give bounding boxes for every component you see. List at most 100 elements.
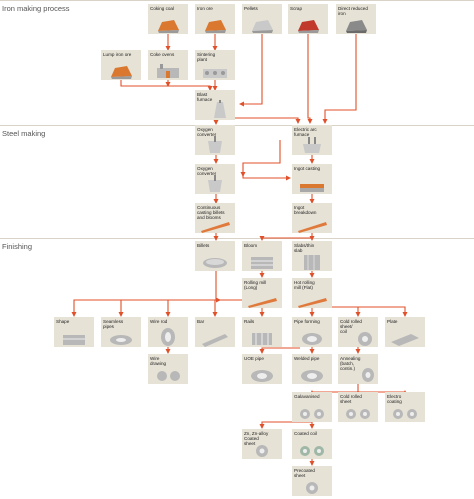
node-label: Scrap bbox=[290, 6, 303, 11]
coils-icon bbox=[346, 409, 370, 419]
ore-pile-icon bbox=[205, 20, 226, 33]
node-label: Seamless pipes bbox=[103, 319, 124, 329]
node-label: Ingot casting bbox=[294, 166, 321, 171]
node-bar: Bar bbox=[195, 317, 235, 347]
node-sintering-plant: Sintering plant bbox=[195, 50, 235, 80]
node-label: Wire drawing bbox=[150, 356, 167, 366]
node-blast-furnace: Blast furnace bbox=[195, 90, 235, 120]
node-electro-coating: Electro coating bbox=[385, 392, 425, 422]
coke-oven-icon bbox=[157, 64, 179, 78]
node-label: Shape bbox=[56, 319, 70, 324]
pellet-pile-icon bbox=[252, 20, 273, 33]
wire-rod-icon bbox=[161, 328, 175, 346]
node-zn-alloy-coated-sheet: Zn, Zn-alloy Coated sheet bbox=[242, 429, 282, 459]
node-uoe-pipe: UOE pipe bbox=[242, 354, 282, 384]
node-seamless-pipes: Seamless pipes bbox=[101, 317, 141, 347]
scrap-pile-icon bbox=[298, 20, 319, 33]
node-label: Billets bbox=[197, 243, 210, 248]
coils-icon bbox=[393, 409, 417, 419]
lump-ore-icon bbox=[111, 66, 132, 79]
node-label: Cold rolled sheet/ coil bbox=[340, 319, 362, 334]
node-label: Bloom bbox=[244, 243, 258, 248]
iron-section-divider bbox=[0, 0, 474, 1]
node-label: Galavanised bbox=[294, 394, 320, 399]
node-direct-reduced-iron: Direct reduced iron bbox=[336, 4, 376, 34]
rails-icon bbox=[252, 333, 272, 345]
node-scrap: Scrap bbox=[288, 4, 328, 34]
node-label: Coking coal bbox=[150, 6, 175, 11]
pipe-icon bbox=[301, 370, 323, 382]
iron-section-title: Iron making process bbox=[2, 4, 70, 13]
node-ingot-breakdown: Ingot breakdown bbox=[292, 203, 332, 233]
finishing-section-title: Finishing bbox=[2, 242, 33, 251]
node-coke-ovens: Coke ovens bbox=[148, 50, 188, 80]
node-label: Lump iron ore bbox=[103, 52, 132, 57]
node-label: Rolling mill (Long) bbox=[244, 280, 267, 290]
node-label: Annealing (batch, contin.) bbox=[340, 356, 361, 371]
wire-drawing-icon bbox=[157, 371, 180, 381]
coated-coil-icon bbox=[256, 445, 268, 457]
node-label: Welded pipe bbox=[294, 356, 320, 361]
node-label: Iron ore bbox=[197, 6, 213, 11]
rolling-mill-icon bbox=[248, 298, 277, 308]
node-rails: Rails bbox=[242, 317, 282, 347]
node-rolling-mill-long: Rolling mill (Long) bbox=[242, 278, 282, 308]
node-cold-rolled-coil: Cold rolled sheet/ coil bbox=[338, 317, 378, 347]
annealing-icon bbox=[362, 368, 374, 382]
node-label: Direct reduced iron bbox=[338, 6, 368, 16]
node-hot-rolling-mill: Hot rolling mill (Flat) bbox=[292, 278, 332, 308]
node-label: Precoated sheet bbox=[294, 468, 315, 478]
coils-icon bbox=[300, 409, 324, 419]
node-label: UOE pipe bbox=[244, 356, 264, 361]
continuous-casting-icon bbox=[201, 222, 230, 233]
node-label: Electric arc furnace bbox=[294, 127, 317, 137]
node-ingot-casting: Ingot casting bbox=[292, 164, 332, 194]
sinter-plant-icon bbox=[203, 69, 227, 78]
coil-icon bbox=[358, 332, 372, 346]
slab-icon bbox=[304, 255, 320, 270]
node-pellets: Pellets bbox=[242, 4, 282, 34]
node-label: Continuous casting billets and blooms bbox=[197, 205, 225, 220]
ingot-casting-icon bbox=[300, 184, 324, 192]
node-precoated-sheet: Precoated sheet bbox=[292, 466, 332, 496]
node-continuous-casting: Continuous casting billets and blooms bbox=[195, 203, 235, 233]
pipes-icon bbox=[110, 335, 132, 345]
coal-pile-icon bbox=[158, 20, 179, 33]
coated-coil-icon bbox=[300, 446, 324, 456]
node-oxygen-converter-1: Oxygen converter bbox=[195, 125, 235, 155]
hot-rolling-mill-icon bbox=[298, 298, 327, 308]
shape-icon bbox=[63, 335, 85, 345]
plate-icon bbox=[391, 334, 419, 346]
ingot-breakdown-icon bbox=[298, 222, 327, 233]
node-label: Blast furnace bbox=[197, 92, 213, 102]
node-label: Pipe forming bbox=[294, 319, 320, 324]
node-label: Oxygen converter bbox=[197, 127, 217, 137]
node-welded-pipe: Welded pipe bbox=[292, 354, 332, 384]
node-label: Rails bbox=[244, 319, 255, 324]
steel-section-divider bbox=[0, 125, 474, 126]
node-coking-coal: Coking coal bbox=[148, 4, 188, 34]
node-label: Plate bbox=[387, 319, 398, 324]
node-lump-iron-ore: Lump iron ore bbox=[101, 50, 141, 80]
steel-section-title: Steel making bbox=[2, 129, 46, 138]
bar-icon bbox=[202, 334, 228, 347]
bloom-icon bbox=[251, 257, 273, 269]
node-wire-drawing: Wire drawing bbox=[148, 354, 188, 384]
coil-icon bbox=[306, 482, 318, 494]
node-shape: Shape bbox=[54, 317, 94, 347]
node-label: Coated coil bbox=[294, 431, 317, 436]
node-label: Coke ovens bbox=[150, 52, 175, 57]
node-galvanised: Galavanised bbox=[292, 392, 332, 422]
node-label: Hot rolling mill (Flat) bbox=[294, 280, 315, 290]
node-label: Sintering plant bbox=[197, 52, 216, 62]
node-label: Zn, Zn-alloy Coated sheet bbox=[244, 431, 269, 446]
node-bloom: Bloom bbox=[242, 241, 282, 271]
blast-furnace-icon bbox=[214, 100, 226, 118]
node-oxygen-converter-2: Oxygen converter bbox=[195, 164, 235, 194]
node-annealing: Annealing (batch, contin.) bbox=[338, 354, 378, 384]
node-coated-coil: Coated coil bbox=[292, 429, 332, 459]
node-label: Oxygen converter bbox=[197, 166, 217, 176]
node-electric-arc-furnace: Electric arc furnace bbox=[292, 125, 332, 155]
node-pipe-forming: Pipe forming bbox=[292, 317, 332, 347]
